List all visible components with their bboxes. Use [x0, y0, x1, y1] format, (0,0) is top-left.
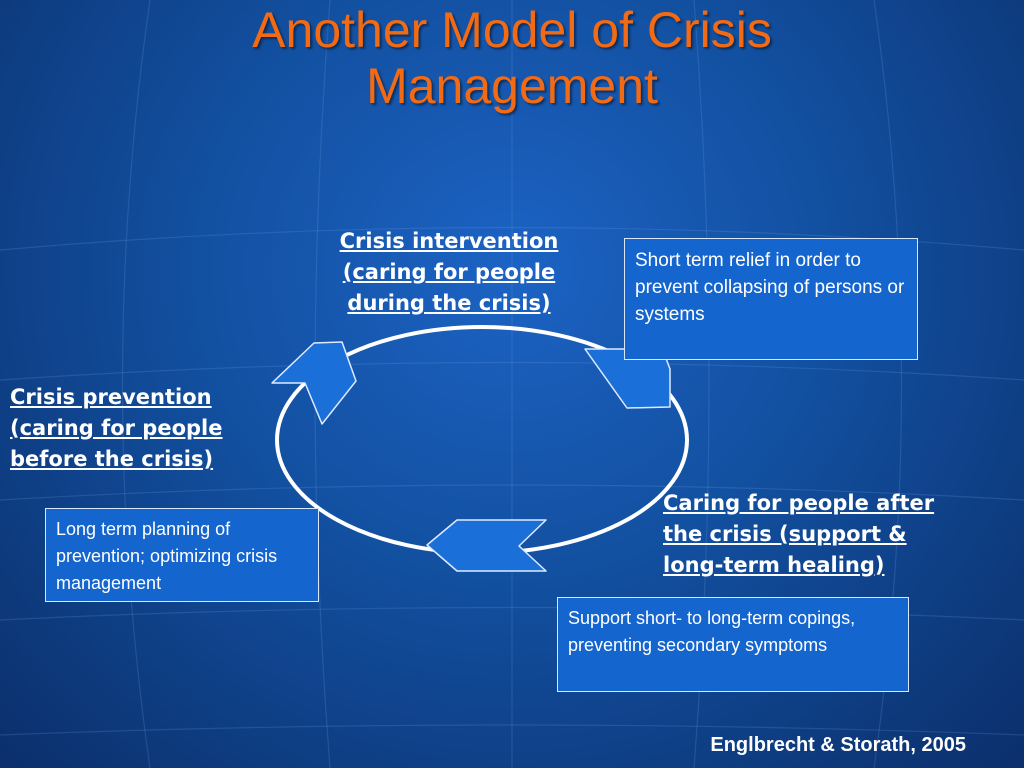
stage-aftercare-line-2: the crisis (support & — [663, 522, 907, 546]
stage-aftercare-line-3: long-term healing) — [663, 553, 885, 577]
stage-prevention-line-2: (caring for people — [10, 416, 223, 440]
stage-label-prevention: Crisis prevention (caring for people bef… — [10, 382, 280, 475]
stage-aftercare-line-1: Caring for people after — [663, 491, 935, 515]
stage-label-aftercare: Caring for people after the crisis (supp… — [663, 488, 1008, 581]
note-box-aftercare: Support short- to long-term copings, pre… — [557, 597, 909, 692]
cycle-arrow-bottom — [426, 519, 547, 572]
title-line-2: Management — [366, 58, 658, 114]
stage-intervention-line-1: Crisis intervention — [339, 229, 559, 253]
cycle-arrow-top-left — [271, 341, 357, 425]
stage-intervention-line-3: during the crisis) — [347, 291, 551, 315]
title-line-1: Another Model of Crisis — [252, 2, 772, 58]
slide-title: Another Model of Crisis Management — [0, 2, 1024, 114]
source-citation: Englbrecht & Storath, 2005 — [710, 734, 966, 756]
stage-label-intervention: Crisis intervention (caring for people d… — [296, 226, 602, 319]
stage-intervention-line-2: (caring for people — [342, 260, 556, 284]
note-box-intervention: Short term relief in order to prevent co… — [624, 238, 918, 360]
stage-prevention-line-3: before the crisis) — [10, 447, 214, 471]
stage-prevention-line-1: Crisis prevention — [10, 385, 212, 409]
note-box-prevention: Long term planning of prevention; optimi… — [45, 508, 319, 602]
